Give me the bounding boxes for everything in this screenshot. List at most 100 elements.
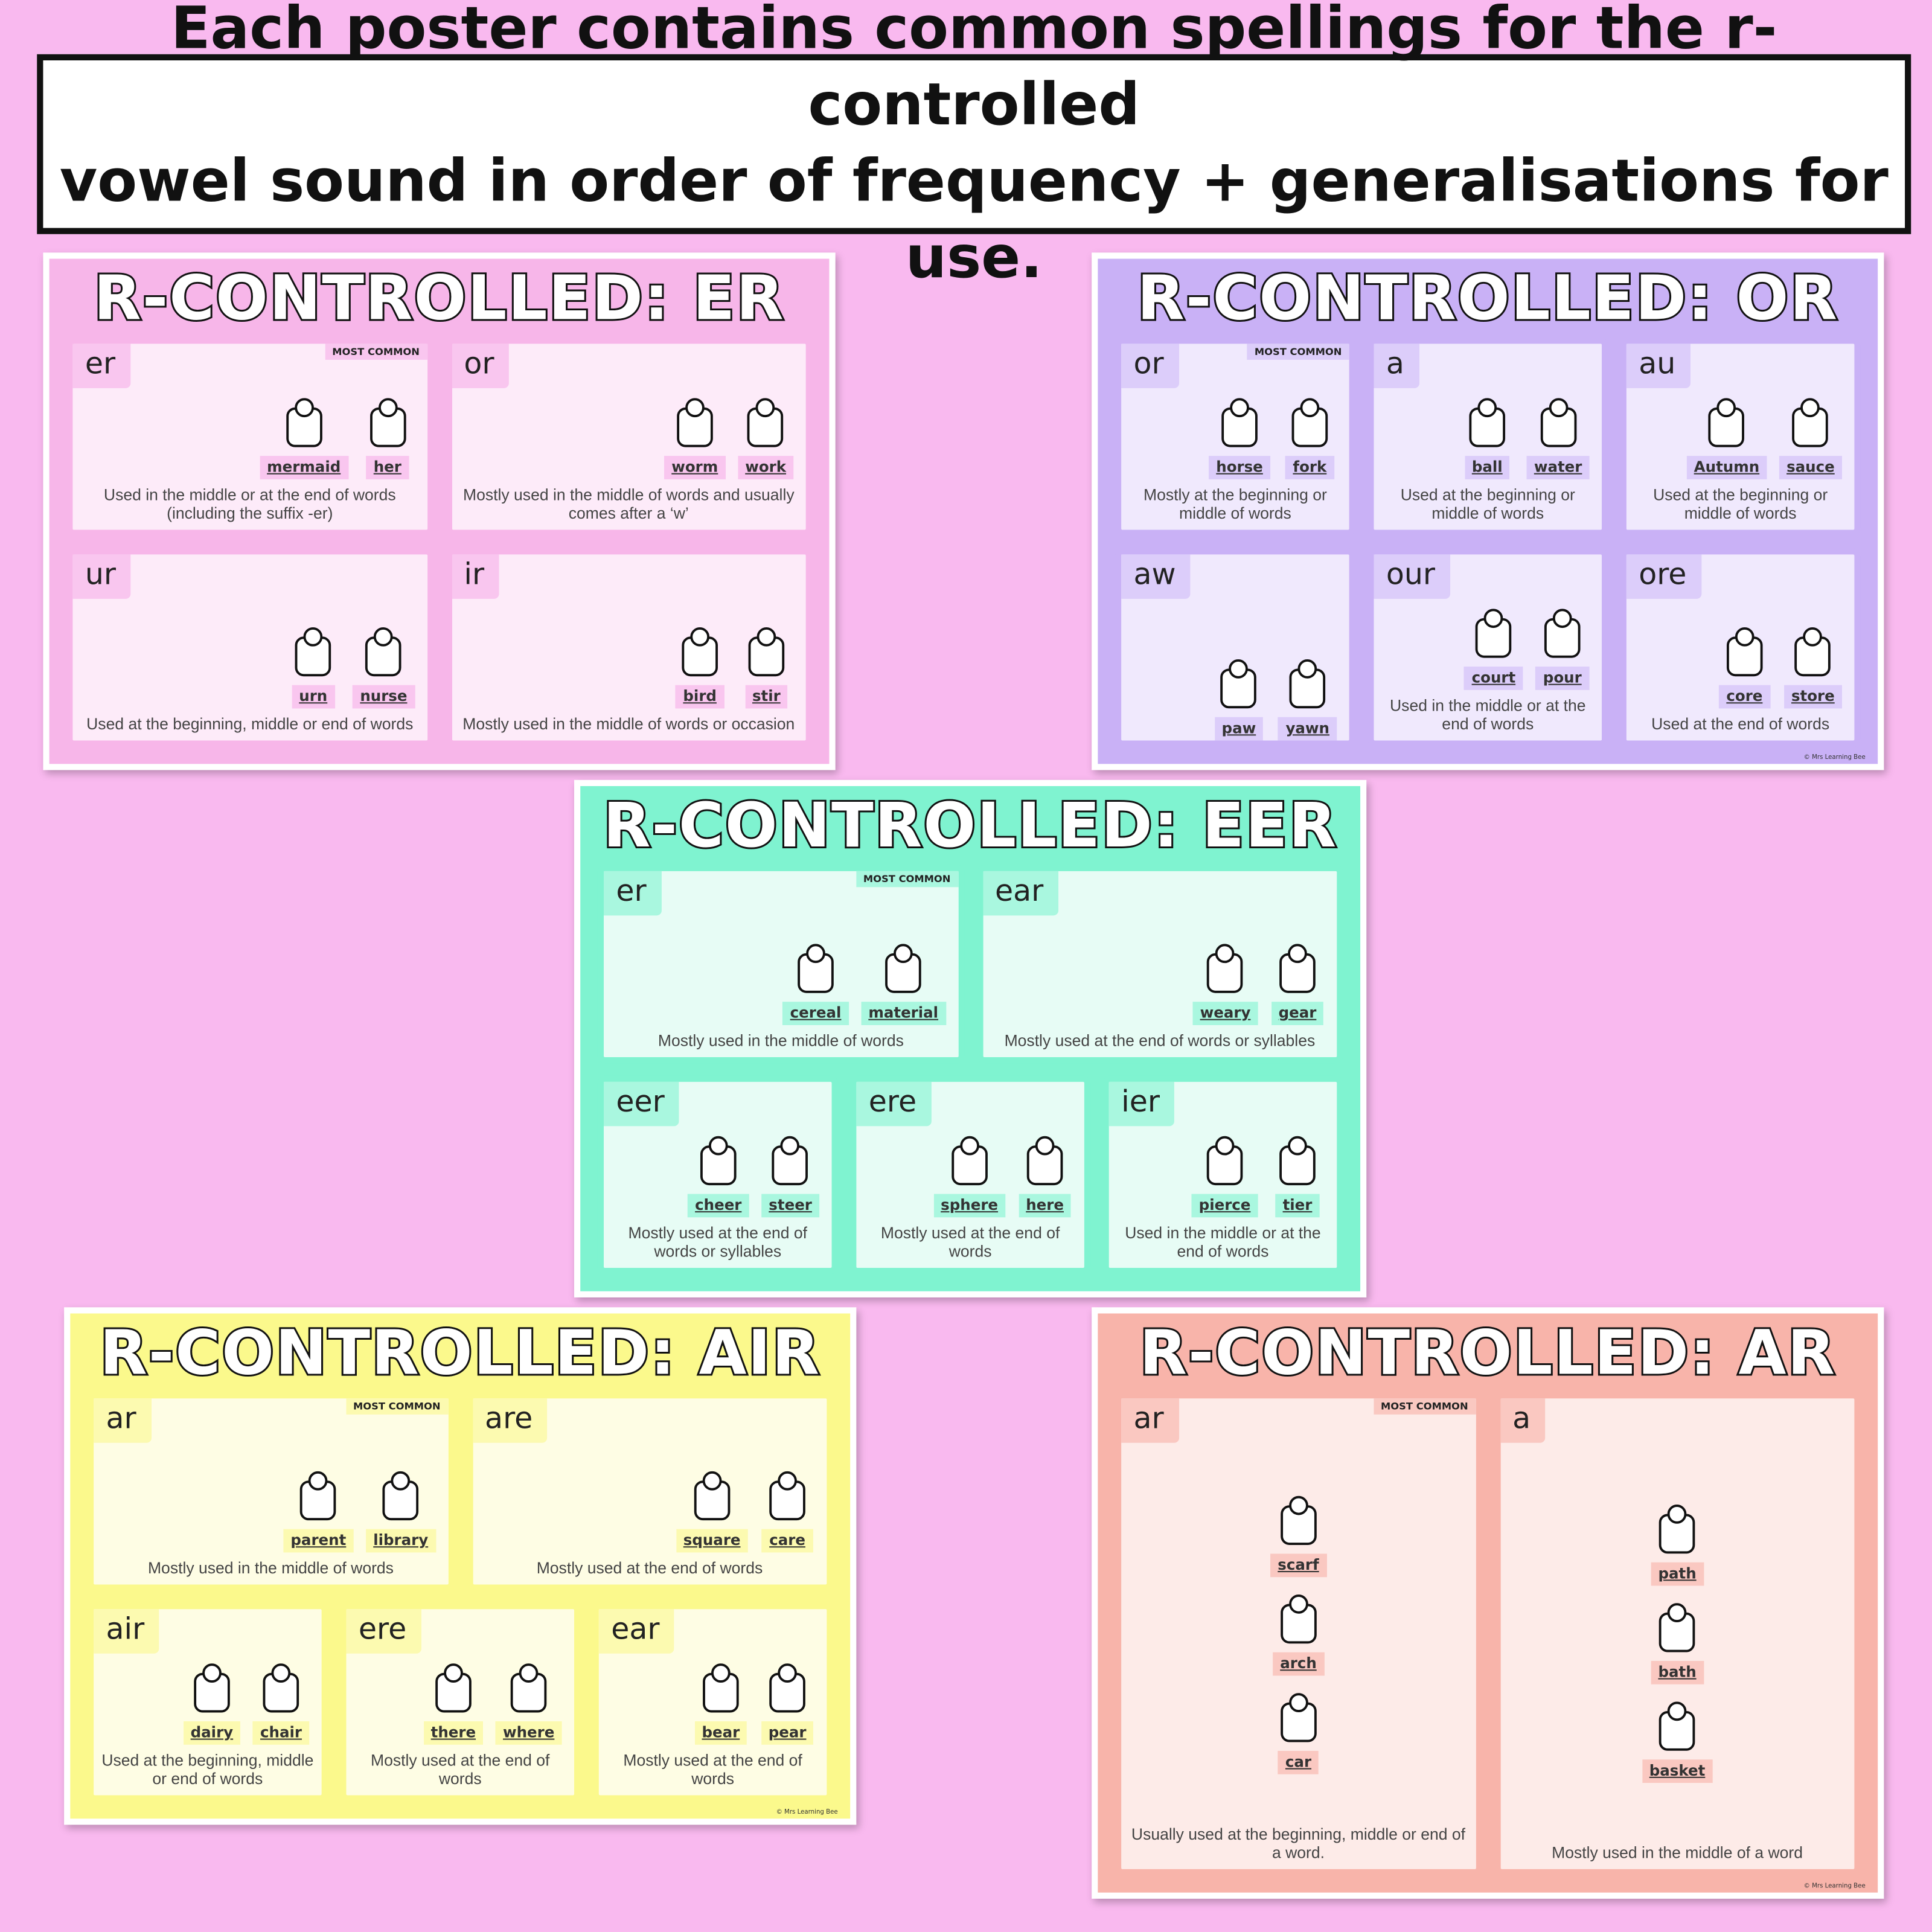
square-icon	[694, 1471, 730, 1521]
usage-description: Usually used at the beginning, middle or…	[1131, 1825, 1466, 1862]
example-words: sphere here	[856, 1082, 1084, 1218]
usage-description: Mostly used at the end of words	[880, 1223, 1060, 1261]
example-word: here	[1018, 1194, 1072, 1218]
example-word: nurse	[353, 685, 415, 709]
example-words: dairy chair	[94, 1609, 322, 1745]
example-word: sphere	[933, 1194, 1006, 1218]
material-icon	[885, 944, 921, 993]
spelling-tab: er	[603, 871, 662, 916]
example-word: store	[1783, 685, 1842, 709]
example-item: arch	[1271, 1591, 1326, 1675]
cheer-icon	[700, 1136, 737, 1186]
usage-description: Mostly used in the middle of words or oc…	[462, 714, 795, 734]
her-icon	[369, 398, 406, 447]
example-word: car	[1278, 1750, 1319, 1774]
example-item: her	[360, 395, 415, 479]
example-item: bath	[1650, 1601, 1704, 1684]
example-item: pour	[1535, 606, 1590, 690]
example-word: gear	[1271, 1002, 1324, 1025]
spelling-tab: or	[1121, 344, 1179, 388]
library-icon	[382, 1471, 419, 1521]
example-word: chair	[252, 1721, 310, 1745]
example-item: mermaid	[259, 395, 348, 479]
example-word: yawn	[1278, 717, 1337, 741]
example-item: here	[1018, 1134, 1072, 1218]
spelling-tab: air	[94, 1609, 159, 1654]
example-word: parent	[283, 1529, 354, 1553]
spelling-tab: our	[1374, 554, 1450, 599]
example-word: water	[1526, 456, 1590, 479]
autumn-icon	[1709, 398, 1745, 447]
example-word: pear	[761, 1721, 814, 1745]
example-word: work	[737, 456, 794, 479]
example-item: store	[1783, 625, 1842, 709]
headline-line-2: vowel sound in order of frequency + gene…	[59, 147, 1889, 292]
example-item: steer	[761, 1134, 820, 1218]
spelling-tab: er	[72, 344, 130, 388]
most-common-badge: MOST COMMON	[1247, 344, 1349, 360]
example-word: bird	[676, 685, 724, 709]
dairy-icon	[194, 1663, 230, 1713]
example-item: pear	[760, 1661, 814, 1745]
usage-description: Used at the beginning, middle or end of …	[101, 1750, 314, 1788]
nurse-icon	[365, 627, 402, 677]
example-item: there	[423, 1661, 484, 1745]
usage-description: Used at the beginning, middle or end of …	[86, 714, 414, 734]
arch-icon	[1280, 1593, 1317, 1643]
spelling-tab: ur	[72, 554, 131, 599]
spelling-tab: ir	[451, 554, 499, 599]
example-word: tier	[1275, 1194, 1320, 1218]
example-word: stir	[744, 685, 788, 709]
example-item: dairy	[183, 1661, 241, 1745]
pierce-icon	[1206, 1136, 1243, 1186]
spelling-tab: ar	[1121, 1398, 1179, 1443]
example-item: basket	[1642, 1699, 1713, 1783]
spelling-tab: ore	[1626, 554, 1701, 599]
example-item: work	[737, 395, 794, 479]
example-item: library	[365, 1469, 436, 1553]
spelling-tab: eer	[603, 1081, 680, 1127]
example-item: sphere	[933, 1134, 1006, 1218]
spelling-tab: are	[472, 1398, 548, 1443]
example-item: core	[1717, 625, 1771, 709]
example-word: there	[423, 1721, 484, 1745]
spelling-tab: ier	[1108, 1081, 1175, 1127]
example-word: basket	[1642, 1759, 1713, 1783]
example-item: tier	[1270, 1134, 1325, 1218]
usage-description: Mostly at the beginning or middle of wor…	[1143, 485, 1327, 523]
example-item: Autumn	[1686, 395, 1767, 479]
usage-description: Mostly used in the middle of a word	[1552, 1843, 1803, 1862]
example-word: pour	[1535, 667, 1589, 690]
example-item: path	[1650, 1502, 1704, 1586]
ball-icon	[1469, 398, 1506, 447]
steer-icon	[772, 1136, 808, 1186]
mermaid-icon	[286, 398, 322, 447]
example-word: fork	[1285, 456, 1334, 479]
example-word: paw	[1214, 717, 1264, 741]
fork-icon	[1291, 398, 1328, 447]
example-word: mermaid	[259, 456, 348, 479]
spelling-tab: ere	[346, 1609, 421, 1654]
poster-title: R-CONTROLLED: ER	[92, 261, 785, 336]
usage-description: Used at the beginning or middle of words	[1400, 485, 1575, 523]
horse-icon	[1221, 398, 1258, 447]
path-icon	[1659, 1504, 1695, 1554]
